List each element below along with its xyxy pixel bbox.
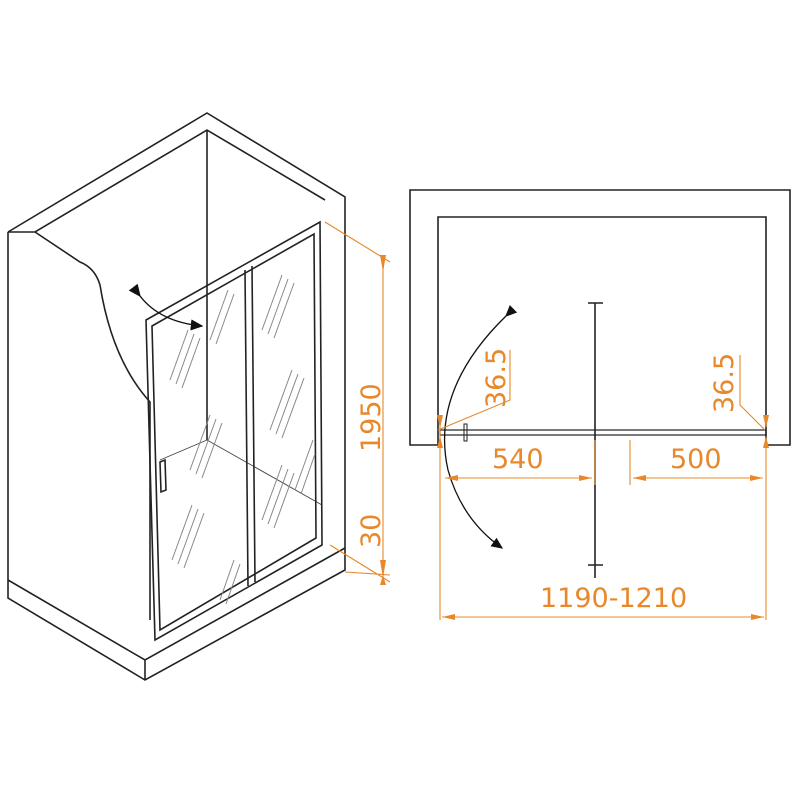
plan-dimension-lines [437, 350, 767, 620]
enclosure-walls [7, 112, 346, 681]
height-dimension-lines [324, 221, 391, 583]
left-opening-label: 540 [492, 444, 544, 475]
right-panel-label: 500 [670, 444, 722, 475]
door-handle [159, 458, 167, 494]
door-swing-arrow [128, 283, 204, 331]
door-frame [145, 220, 323, 642]
plan-handle [463, 423, 468, 442]
isometric-view: 1950 30 [7, 112, 391, 681]
plan-swing-arrow [443, 305, 518, 549]
glass-pattern [169, 274, 316, 605]
inner-floor [159, 439, 323, 506]
total-width-label: 1190-1210 [540, 583, 687, 614]
door-divider [244, 265, 256, 587]
plan-view: 36.5 36.5 540 500 1190-1210 [409, 189, 791, 620]
base-height-label: 30 [356, 514, 387, 548]
right-offset-label: 36.5 [709, 353, 740, 413]
height-label: 1950 [356, 383, 387, 452]
left-offset-label: 36.5 [481, 348, 512, 408]
plan-glass-panel [439, 429, 767, 436]
